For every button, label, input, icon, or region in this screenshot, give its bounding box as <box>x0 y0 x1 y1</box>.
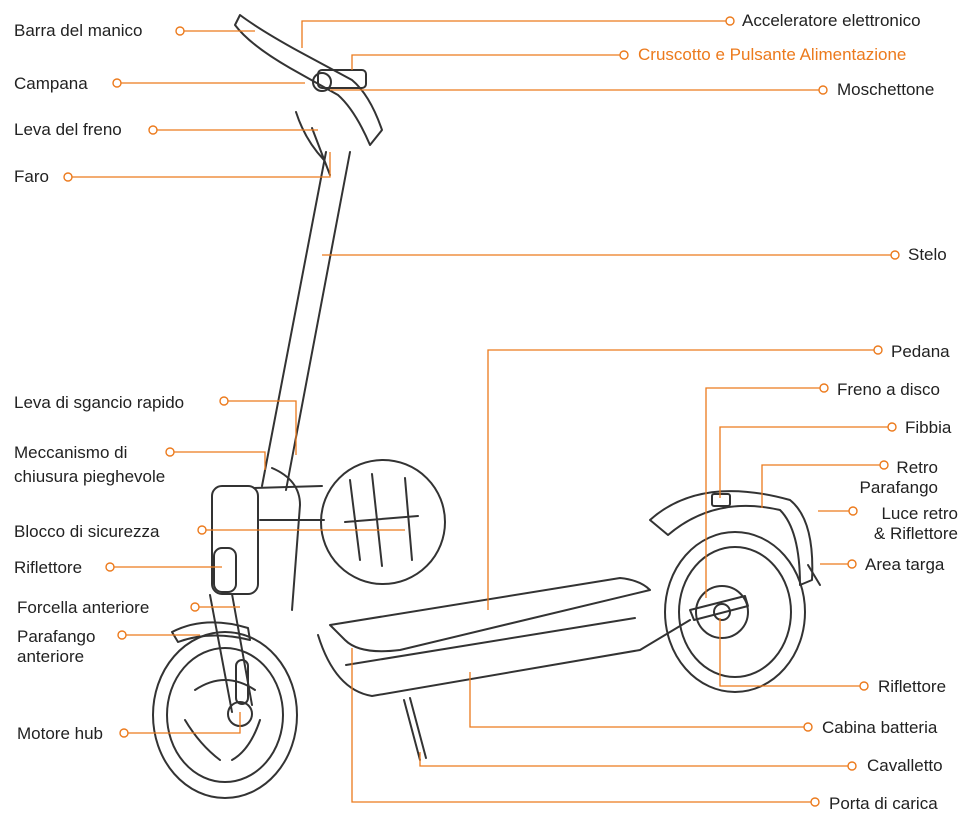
leader-dot-deck <box>873 345 883 355</box>
leader-deck <box>487 349 878 610</box>
label-tail-light-line1: Luce retro <box>881 504 958 523</box>
leader-battery <box>469 672 808 728</box>
handlebar <box>234 14 383 146</box>
leader-dot-hub-motor <box>119 728 129 738</box>
stem <box>261 151 351 491</box>
leader-dot-handlebar <box>175 26 185 36</box>
rear-fender <box>649 490 814 586</box>
label-rear-fender-line2: Parafango <box>859 478 938 497</box>
leader-hub-motor <box>124 712 241 734</box>
label-tail-light-line2: & Riflettore <box>873 524 958 543</box>
leader-dot-rear-fender <box>879 460 889 470</box>
deck <box>329 577 651 653</box>
leader-throttle <box>301 20 730 48</box>
label-buckle: Fibbia <box>905 418 952 437</box>
disc-brake <box>695 585 749 639</box>
leader-dot-front-fork <box>190 602 200 612</box>
leader-dot-carabiner <box>818 85 828 95</box>
label-tail-light: Luce retro & Riflettore <box>874 504 958 544</box>
leader-dot-disc-brake <box>819 383 829 393</box>
label-stem: Stelo <box>908 245 947 264</box>
leader-dot-dashboard <box>619 50 629 60</box>
label-charging-port: Porta di carica <box>829 794 938 813</box>
leader-dot-battery <box>803 722 813 732</box>
label-rear-fender: Retro Parafango <box>860 458 938 498</box>
label-safety-lock: Blocco di sicurezza <box>14 522 160 541</box>
label-dashboard: Cruscotto e Pulsante Alimentazione <box>638 45 907 64</box>
leader-dot-brake-lever <box>148 125 158 135</box>
label-front-fender-line1: Parafango <box>17 627 96 646</box>
label-deck: Pedana <box>891 342 950 361</box>
label-hub-motor: Motore hub <box>17 724 103 743</box>
kickstand <box>403 697 427 761</box>
leader-folding-mech <box>170 451 266 470</box>
leader-dot-stem <box>890 250 900 260</box>
label-throttle: Acceleratore elettronico <box>742 11 921 30</box>
leader-quick-release <box>224 400 297 455</box>
label-folding-mechanism: Meccanismo di chiusura pieghevole <box>14 443 165 487</box>
label-quick-release: Leva di sgancio rapido <box>14 393 185 412</box>
label-carabiner: Moschettone <box>837 80 935 99</box>
leader-dot-throttle <box>725 16 735 26</box>
leader-dot-headlight <box>63 172 73 182</box>
leader-dot-bell <box>112 78 122 88</box>
leader-charging-port <box>351 648 815 803</box>
leader-dot-folding-mech <box>165 447 175 457</box>
label-folding-mechanism-line2: chiusura pieghevole <box>14 467 166 486</box>
label-bell: Campana <box>14 74 88 93</box>
leader-buckle <box>719 426 892 498</box>
leader-dot-quick-release <box>219 396 229 406</box>
leader-dot-kickstand <box>847 761 857 771</box>
leader-dot-buckle <box>887 422 897 432</box>
front-fender <box>171 621 251 643</box>
leader-dashboard <box>351 54 624 70</box>
leader-dot-tail-light <box>848 506 858 516</box>
front-wheel <box>152 631 298 799</box>
rear-wheel <box>664 531 806 693</box>
label-reflector-front: Riflettore <box>14 558 83 577</box>
label-front-fender: Parafango anteriore <box>17 627 95 667</box>
leader-dot-plate-area <box>847 559 857 569</box>
label-handlebar: Barra del manico <box>14 21 143 40</box>
leader-headlight <box>68 152 331 178</box>
leader-reflector-rear <box>719 618 864 687</box>
label-folding-mechanism-line1: Meccanismo di <box>14 443 128 462</box>
label-front-fender-line2: anteriore <box>17 647 85 666</box>
label-disc-brake: Freno a disco <box>837 380 940 399</box>
label-headlight: Faro <box>14 167 49 186</box>
label-front-fork: Forcella anteriore <box>17 598 150 617</box>
label-plate-area: Area targa <box>865 555 945 574</box>
leader-dot-front-fender <box>117 630 127 640</box>
leader-disc-brake <box>705 387 824 598</box>
leader-dot-safety-lock <box>197 525 207 535</box>
leader-rear-fender <box>761 464 884 508</box>
label-kickstand: Cavalletto <box>867 756 943 775</box>
leader-dot-charging-port <box>810 797 820 807</box>
leader-dot-reflector-rear <box>859 681 869 691</box>
label-battery: Cabina batteria <box>822 718 938 737</box>
label-reflector-rear: Riflettore <box>878 677 947 696</box>
leader-kickstand <box>419 752 852 767</box>
leader-dot-reflector-front <box>105 562 115 572</box>
label-rear-fender-line1: Retro <box>896 458 938 477</box>
label-brake-lever: Leva del freno <box>14 120 122 139</box>
folding-detail-inset <box>320 459 446 585</box>
